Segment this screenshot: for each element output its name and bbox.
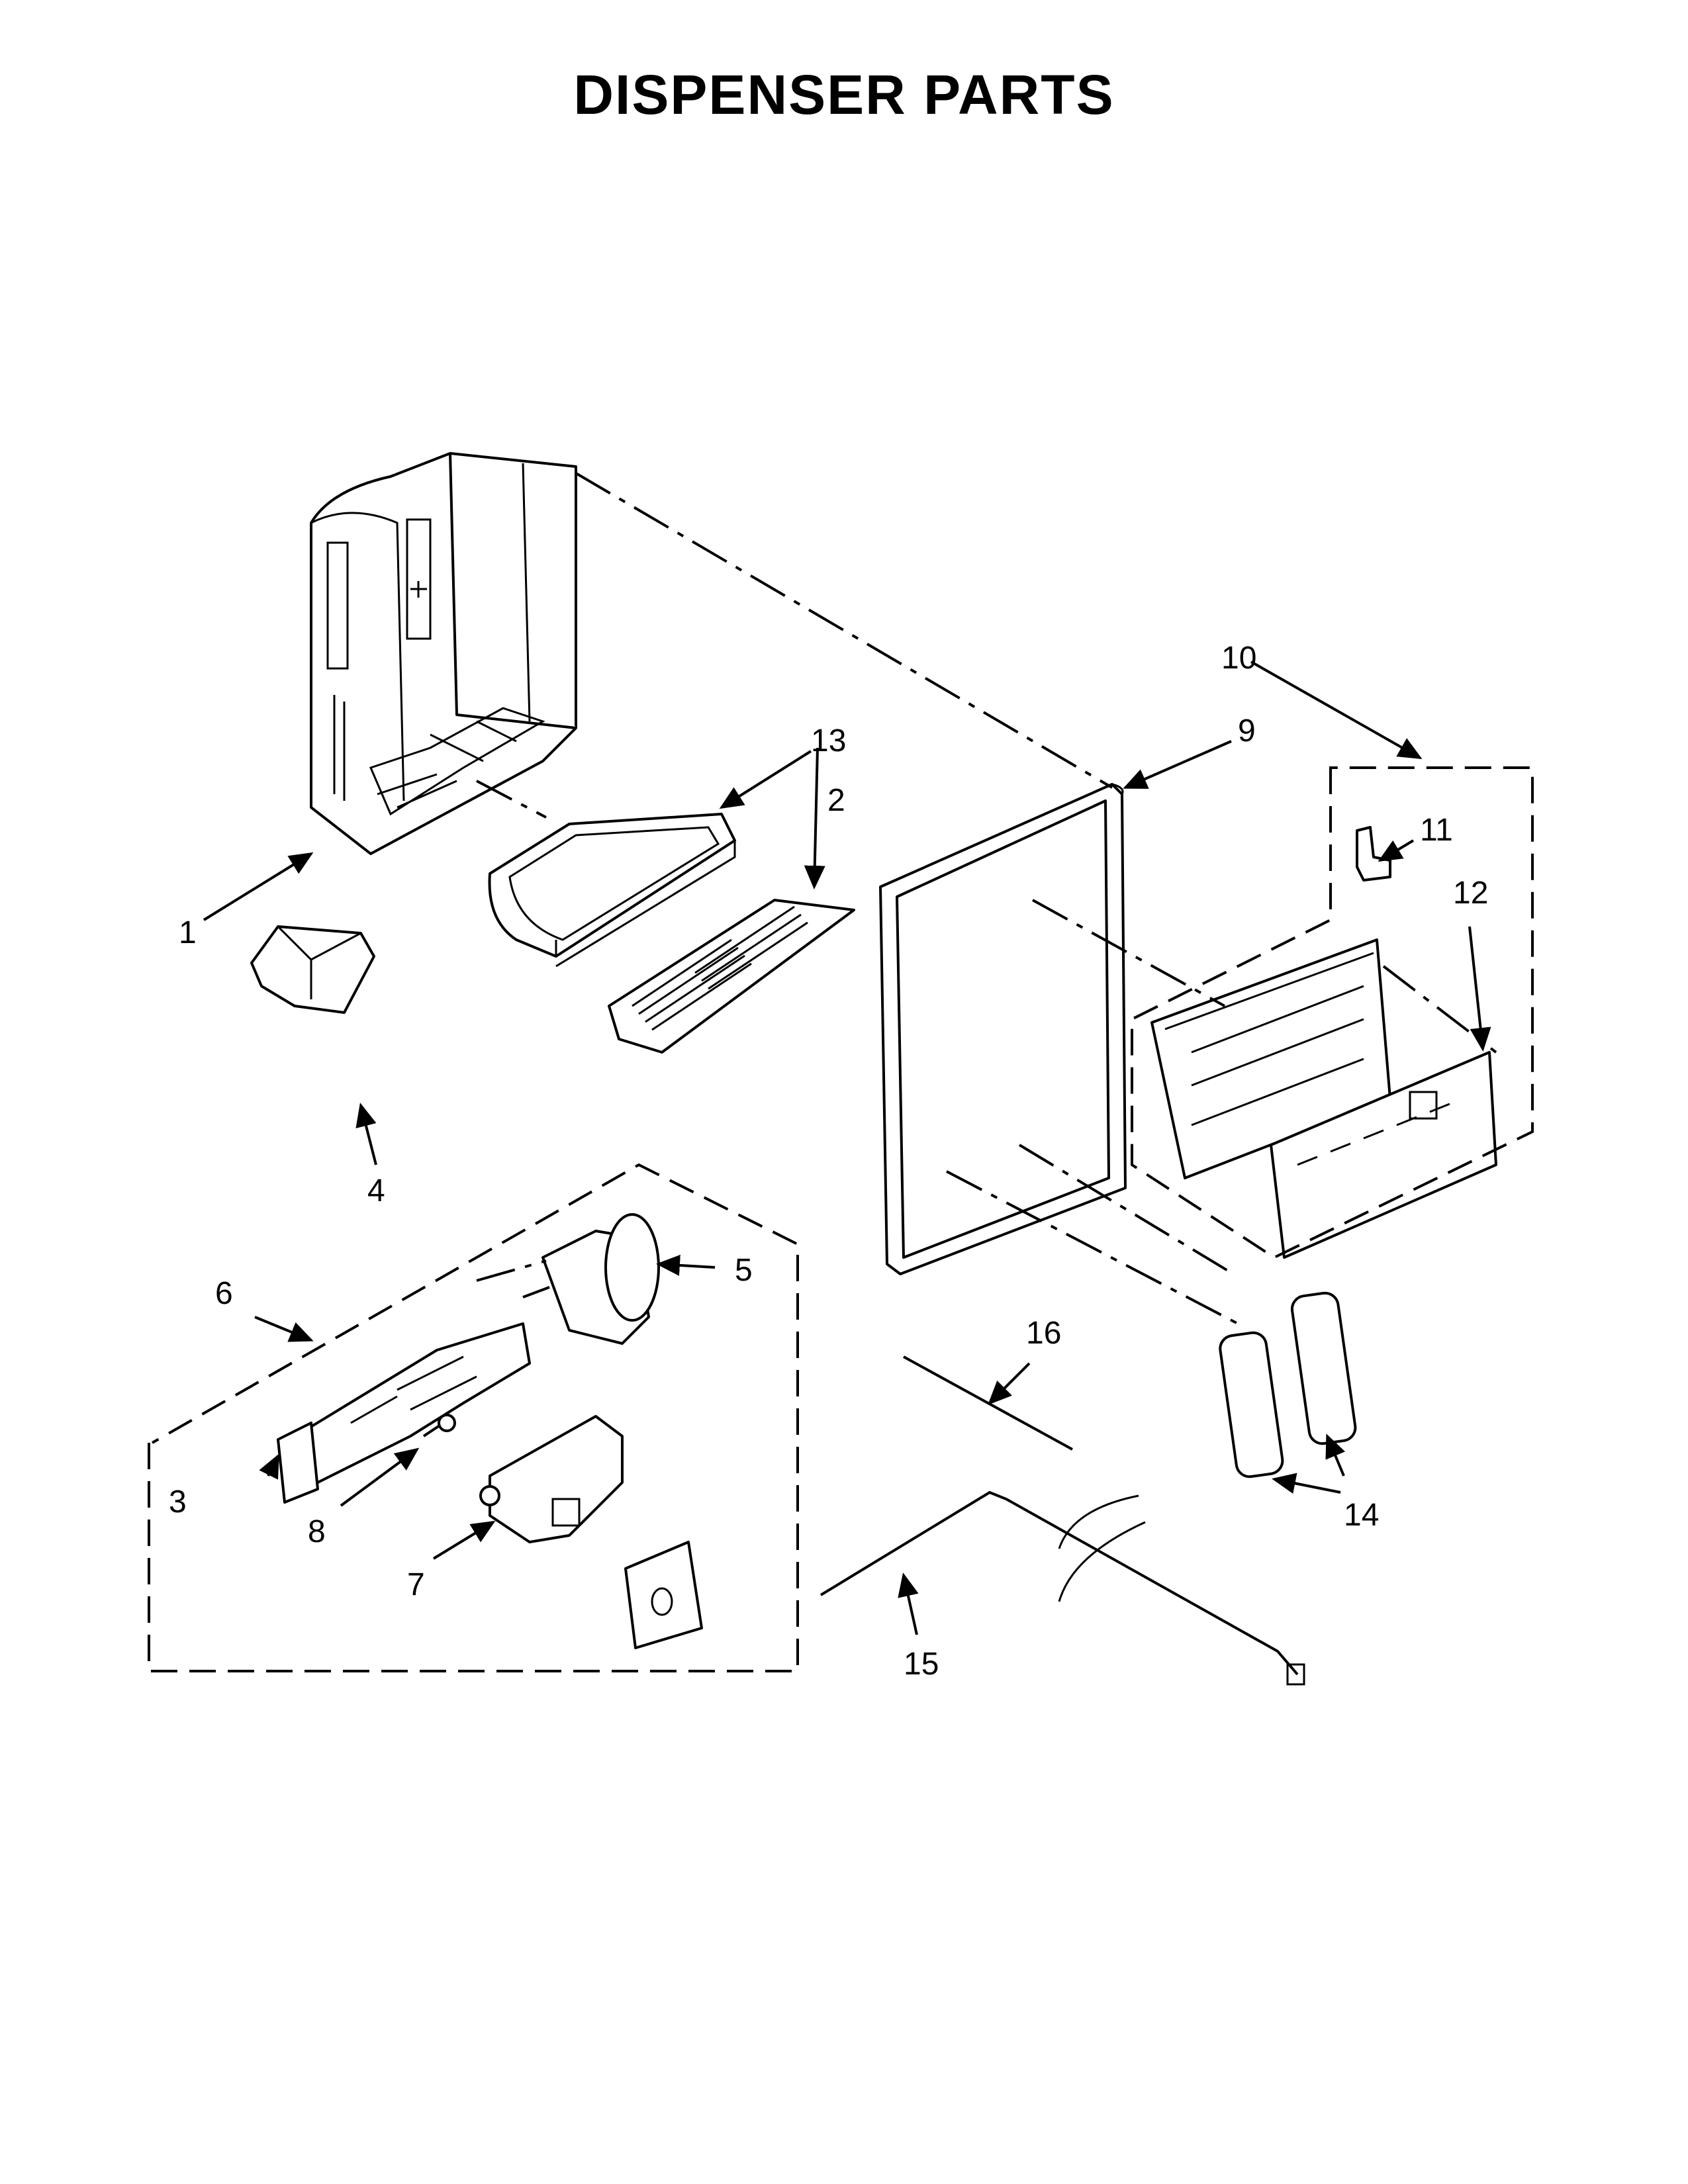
callout-12: 12	[1453, 876, 1488, 911]
part-3-plate	[277, 1422, 319, 1504]
part-16-rod	[903, 1355, 1073, 1451]
callout-16: 16	[1026, 1316, 1061, 1351]
callout-14: 14	[1344, 1498, 1379, 1533]
part-8-screw	[422, 1414, 456, 1437]
callout-2: 2	[827, 783, 845, 818]
callout-1: 1	[179, 915, 197, 950]
part-11-connector	[1356, 826, 1391, 882]
part-7-solenoid	[479, 1415, 703, 1649]
part-15-heater-wire	[820, 1490, 1305, 1686]
group-outline-10-dashed	[1131, 766, 1534, 1259]
callout-3: 3	[169, 1484, 187, 1520]
part-5-motor	[522, 1213, 660, 1345]
group-outline-6-dashed	[148, 1163, 799, 1672]
leader-arrows	[203, 660, 1491, 1635]
callout-15: 15	[904, 1647, 939, 1682]
callout-6: 6	[215, 1276, 233, 1311]
part-9-gasket-frame	[879, 783, 1127, 1275]
part-4-funnel-cup	[250, 925, 375, 1014]
callout-8: 8	[308, 1514, 326, 1549]
part-12-control-panel	[1150, 938, 1497, 1259]
page-title: DISPENSER PARTS	[573, 64, 1115, 126]
part-1-dispenser-housing	[310, 452, 577, 855]
part-14-paddles	[1219, 1291, 1357, 1479]
callout-9: 9	[1238, 713, 1256, 749]
part-6-actuator-bracket	[283, 1322, 531, 1497]
part-2-grille	[608, 899, 855, 1054]
callout-4: 4	[367, 1173, 385, 1208]
callout-11: 11	[1420, 813, 1453, 848]
callout-5: 5	[735, 1253, 753, 1288]
callout-7: 7	[407, 1567, 425, 1602]
assembly-lines	[476, 472, 1497, 1325]
callout-13: 13	[811, 723, 846, 758]
callout-10: 10	[1221, 641, 1256, 676]
part-13-drip-tray	[488, 813, 736, 968]
